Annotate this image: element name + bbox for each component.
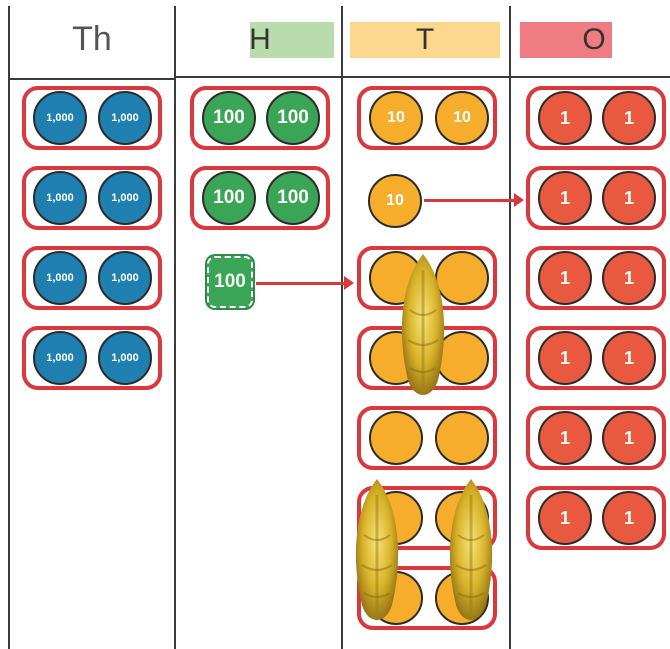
ten-disc: 10	[369, 91, 423, 145]
tens-pair	[357, 406, 497, 470]
thousands-pair: 1,000 1,000	[22, 326, 162, 390]
disc-label: 1	[559, 507, 570, 528]
one-disc: 1	[602, 331, 656, 385]
disc-label: 100	[277, 107, 309, 128]
disc-label: 1	[559, 267, 570, 288]
disc-label: 100	[213, 187, 245, 208]
disc-label: 1	[559, 347, 570, 368]
header-rule-left	[8, 78, 176, 80]
tens-header-band	[350, 22, 500, 58]
disc-label: 1,000	[46, 112, 74, 124]
ten-disc	[369, 411, 423, 465]
one-disc: 1	[538, 251, 592, 305]
ones-pair: 1 1	[526, 406, 666, 470]
thousand-disc: 1,000	[98, 171, 152, 225]
regroup-arrow-h-to-t	[256, 282, 346, 285]
one-disc: 1	[538, 411, 592, 465]
arrow-head-icon	[344, 276, 354, 290]
divider-h-t	[341, 6, 343, 649]
one-disc: 1	[602, 491, 656, 545]
disc-label: 1,000	[111, 112, 139, 124]
one-disc: 1	[538, 171, 592, 225]
hundreds-header-band	[250, 22, 334, 58]
hundred-disc: 100	[202, 171, 256, 225]
disc-label: 1	[559, 427, 570, 448]
ones-header-band	[520, 22, 612, 58]
one-disc: 1	[602, 91, 656, 145]
ten-disc: 10	[435, 91, 489, 145]
divider-th-h	[174, 6, 176, 649]
thousand-disc: 1,000	[33, 251, 87, 305]
hundred-disc: 100	[202, 91, 256, 145]
ones-pair: 1 1	[526, 486, 666, 550]
tens-header: T	[350, 21, 500, 59]
disc-label: 1	[623, 267, 634, 288]
divider-left	[8, 6, 10, 649]
thousand-disc: 1,000	[33, 171, 87, 225]
thousands-pair: 1,000 1,000	[22, 166, 162, 230]
disc-label: 1	[623, 427, 634, 448]
thousand-disc: 1,000	[33, 331, 87, 385]
thousand-disc: 1,000	[98, 91, 152, 145]
disc-label: 1	[623, 187, 634, 208]
one-disc: 1	[538, 91, 592, 145]
disc-label: 1,000	[111, 272, 139, 284]
disc-label: 1,000	[111, 192, 139, 204]
ones-header: O	[572, 21, 616, 59]
ones-pair: 1 1	[526, 86, 666, 150]
one-disc: 1	[538, 331, 592, 385]
ones-header-label: O	[582, 23, 606, 56]
ones-pair: 1 1	[526, 326, 666, 390]
disc-label: 10	[386, 192, 404, 209]
ones-pair: 1 1	[526, 166, 666, 230]
thousand-disc: 1,000	[98, 331, 152, 385]
disc-label: 1,000	[46, 192, 74, 204]
corn-cob-icon	[401, 254, 445, 395]
disc-label: 1	[559, 107, 570, 128]
one-disc: 1	[602, 171, 656, 225]
hundred-disc: 100	[266, 91, 320, 145]
header-rule-mid	[176, 76, 670, 78]
one-disc: 1	[538, 491, 592, 545]
disc-label: 1	[559, 187, 570, 208]
thousand-disc: 1,000	[98, 251, 152, 305]
tens-pair: 10 10	[357, 86, 497, 150]
disc-label: 100	[214, 271, 246, 292]
thousand-disc: 1,000	[33, 91, 87, 145]
arrow-head-icon	[514, 193, 524, 207]
disc-label: 1,000	[46, 352, 74, 364]
disc-label: 1	[623, 507, 634, 528]
ones-pair: 1 1	[526, 246, 666, 310]
thousands-header-label: Th	[72, 19, 112, 58]
corn-cob-icon	[355, 479, 399, 620]
disc-label: 100	[213, 107, 245, 128]
disc-label: 1	[623, 107, 634, 128]
tens-header-label: T	[415, 23, 435, 56]
disc-label: 100	[277, 187, 309, 208]
disc-label: 1,000	[46, 272, 74, 284]
disc-label: 10	[453, 109, 471, 126]
hundreds-pair: 100 100	[190, 166, 330, 230]
hundreds-header: H	[240, 21, 280, 59]
divider-t-o	[509, 6, 511, 649]
one-disc: 1	[602, 251, 656, 305]
disc-label: 10	[387, 109, 405, 126]
thousands-pair: 1,000 1,000	[22, 86, 162, 150]
corn-cob-icon	[449, 479, 493, 620]
hundreds-pair: 100 100	[190, 86, 330, 150]
thousands-header: Th	[10, 20, 174, 58]
disc-label: 1	[623, 347, 634, 368]
regroup-arrow-t-to-o	[424, 199, 516, 202]
one-disc: 1	[602, 411, 656, 465]
thousands-pair: 1,000 1,000	[22, 246, 162, 310]
hundreds-header-label: H	[249, 23, 271, 56]
ten-disc	[435, 411, 489, 465]
disc-label: 1,000	[111, 352, 139, 364]
hundred-disc: 100	[266, 171, 320, 225]
loose-hundred-disc[interactable]: 100	[207, 256, 253, 308]
loose-ten-disc[interactable]: 10	[368, 174, 422, 228]
